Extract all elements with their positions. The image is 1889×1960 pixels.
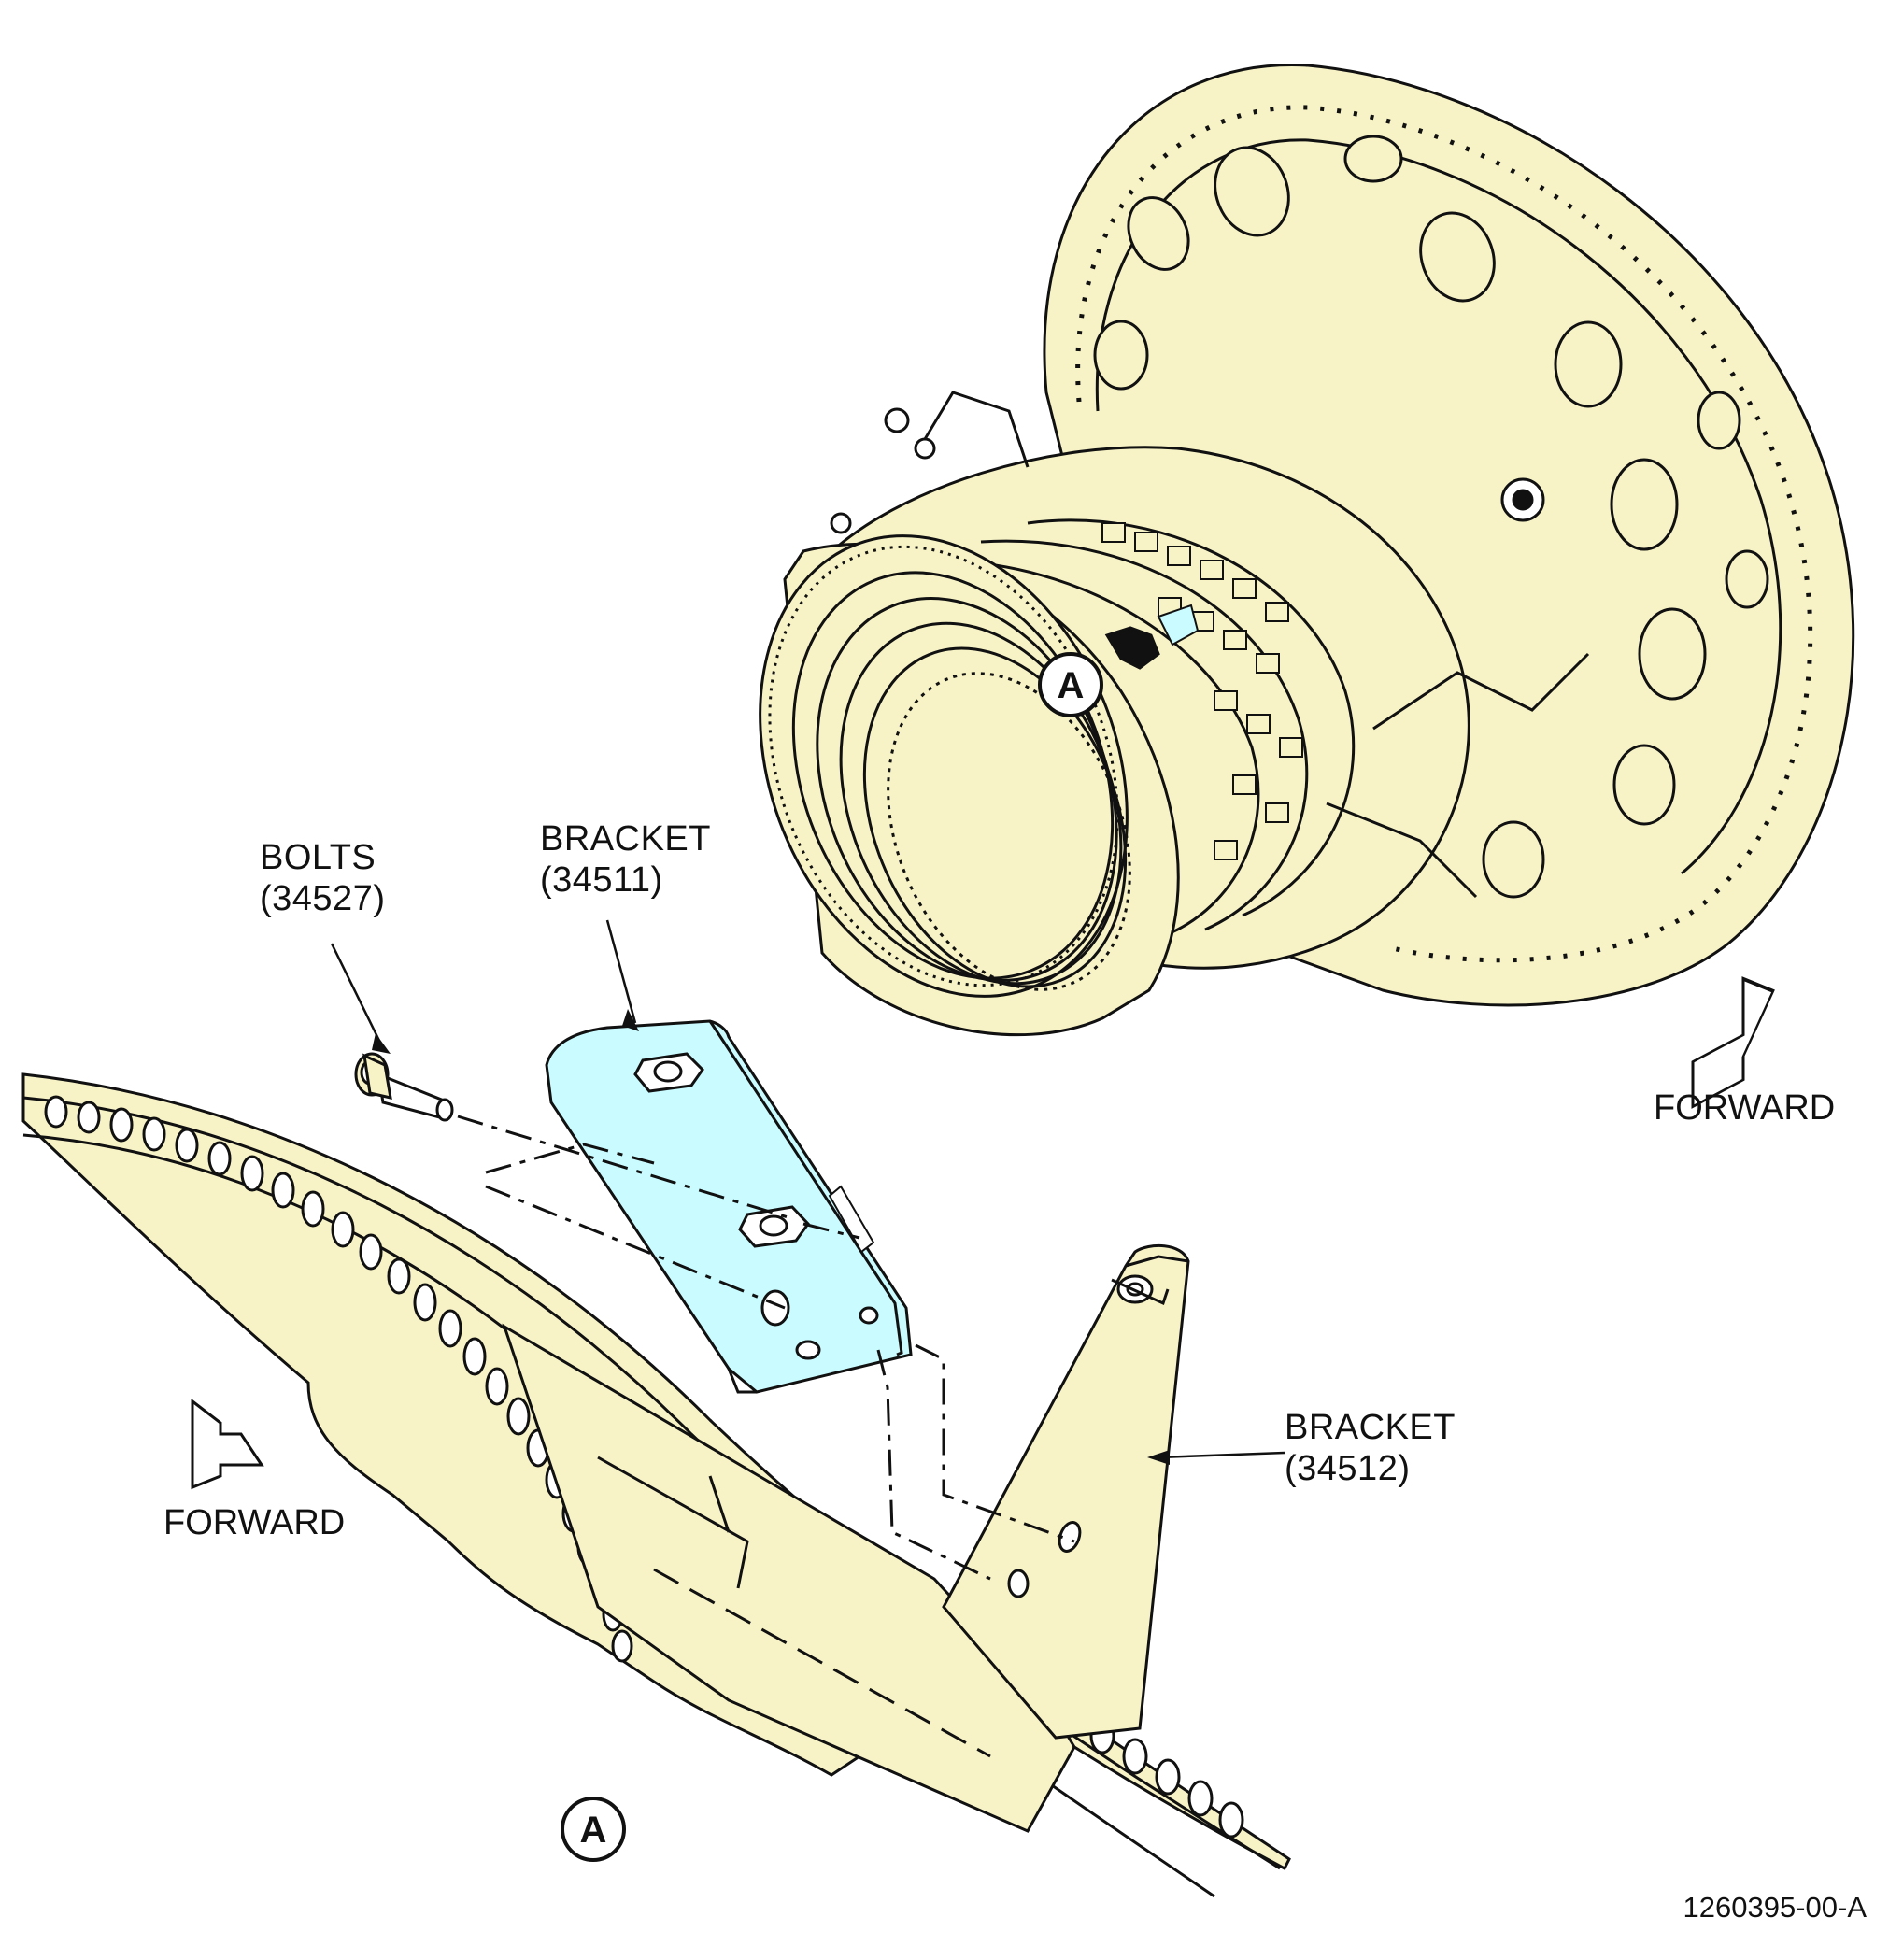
bracket-34512 bbox=[942, 1243, 1190, 1740]
bolts-label-part: (34527) bbox=[260, 879, 386, 918]
bracket-lower-label: BRACKET (34512) bbox=[1285, 1407, 1456, 1489]
detail-callout: A bbox=[561, 1797, 626, 1862]
assembly-center-lines bbox=[457, 1115, 1075, 1581]
forward-label-left: FORWARD bbox=[163, 1503, 345, 1542]
leader-lines bbox=[330, 919, 1285, 1459]
bracket-lower-label-name: BRACKET bbox=[1285, 1408, 1456, 1447]
bracket-upper-label-part: (34511) bbox=[540, 860, 663, 900]
bracket-upper-label: BRACKET (34511) bbox=[540, 818, 711, 901]
view-callout-letter: A bbox=[1058, 665, 1085, 706]
detail-callout-letter: A bbox=[580, 1810, 607, 1851]
figure-id: 1260395-00-A bbox=[1683, 1891, 1868, 1924]
bolts-label: BOLTS (34527) bbox=[260, 837, 385, 919]
forward-arrow-right-icon bbox=[1691, 976, 1775, 1109]
bracket-upper-label-name: BRACKET bbox=[540, 819, 711, 859]
forward-arrow-left-icon bbox=[191, 1398, 264, 1490]
case-segment-detail bbox=[21, 1072, 1291, 1898]
bolt-34527 bbox=[354, 1052, 454, 1122]
bracket-lower-label-part: (34512) bbox=[1285, 1449, 1411, 1488]
engine-assembly bbox=[759, 64, 1855, 1037]
bracket-34511 bbox=[545, 1019, 913, 1394]
forward-label-right: FORWARD bbox=[1654, 1088, 1835, 1128]
view-callout: A bbox=[1038, 652, 1103, 717]
bolts-label-name: BOLTS bbox=[260, 838, 376, 877]
